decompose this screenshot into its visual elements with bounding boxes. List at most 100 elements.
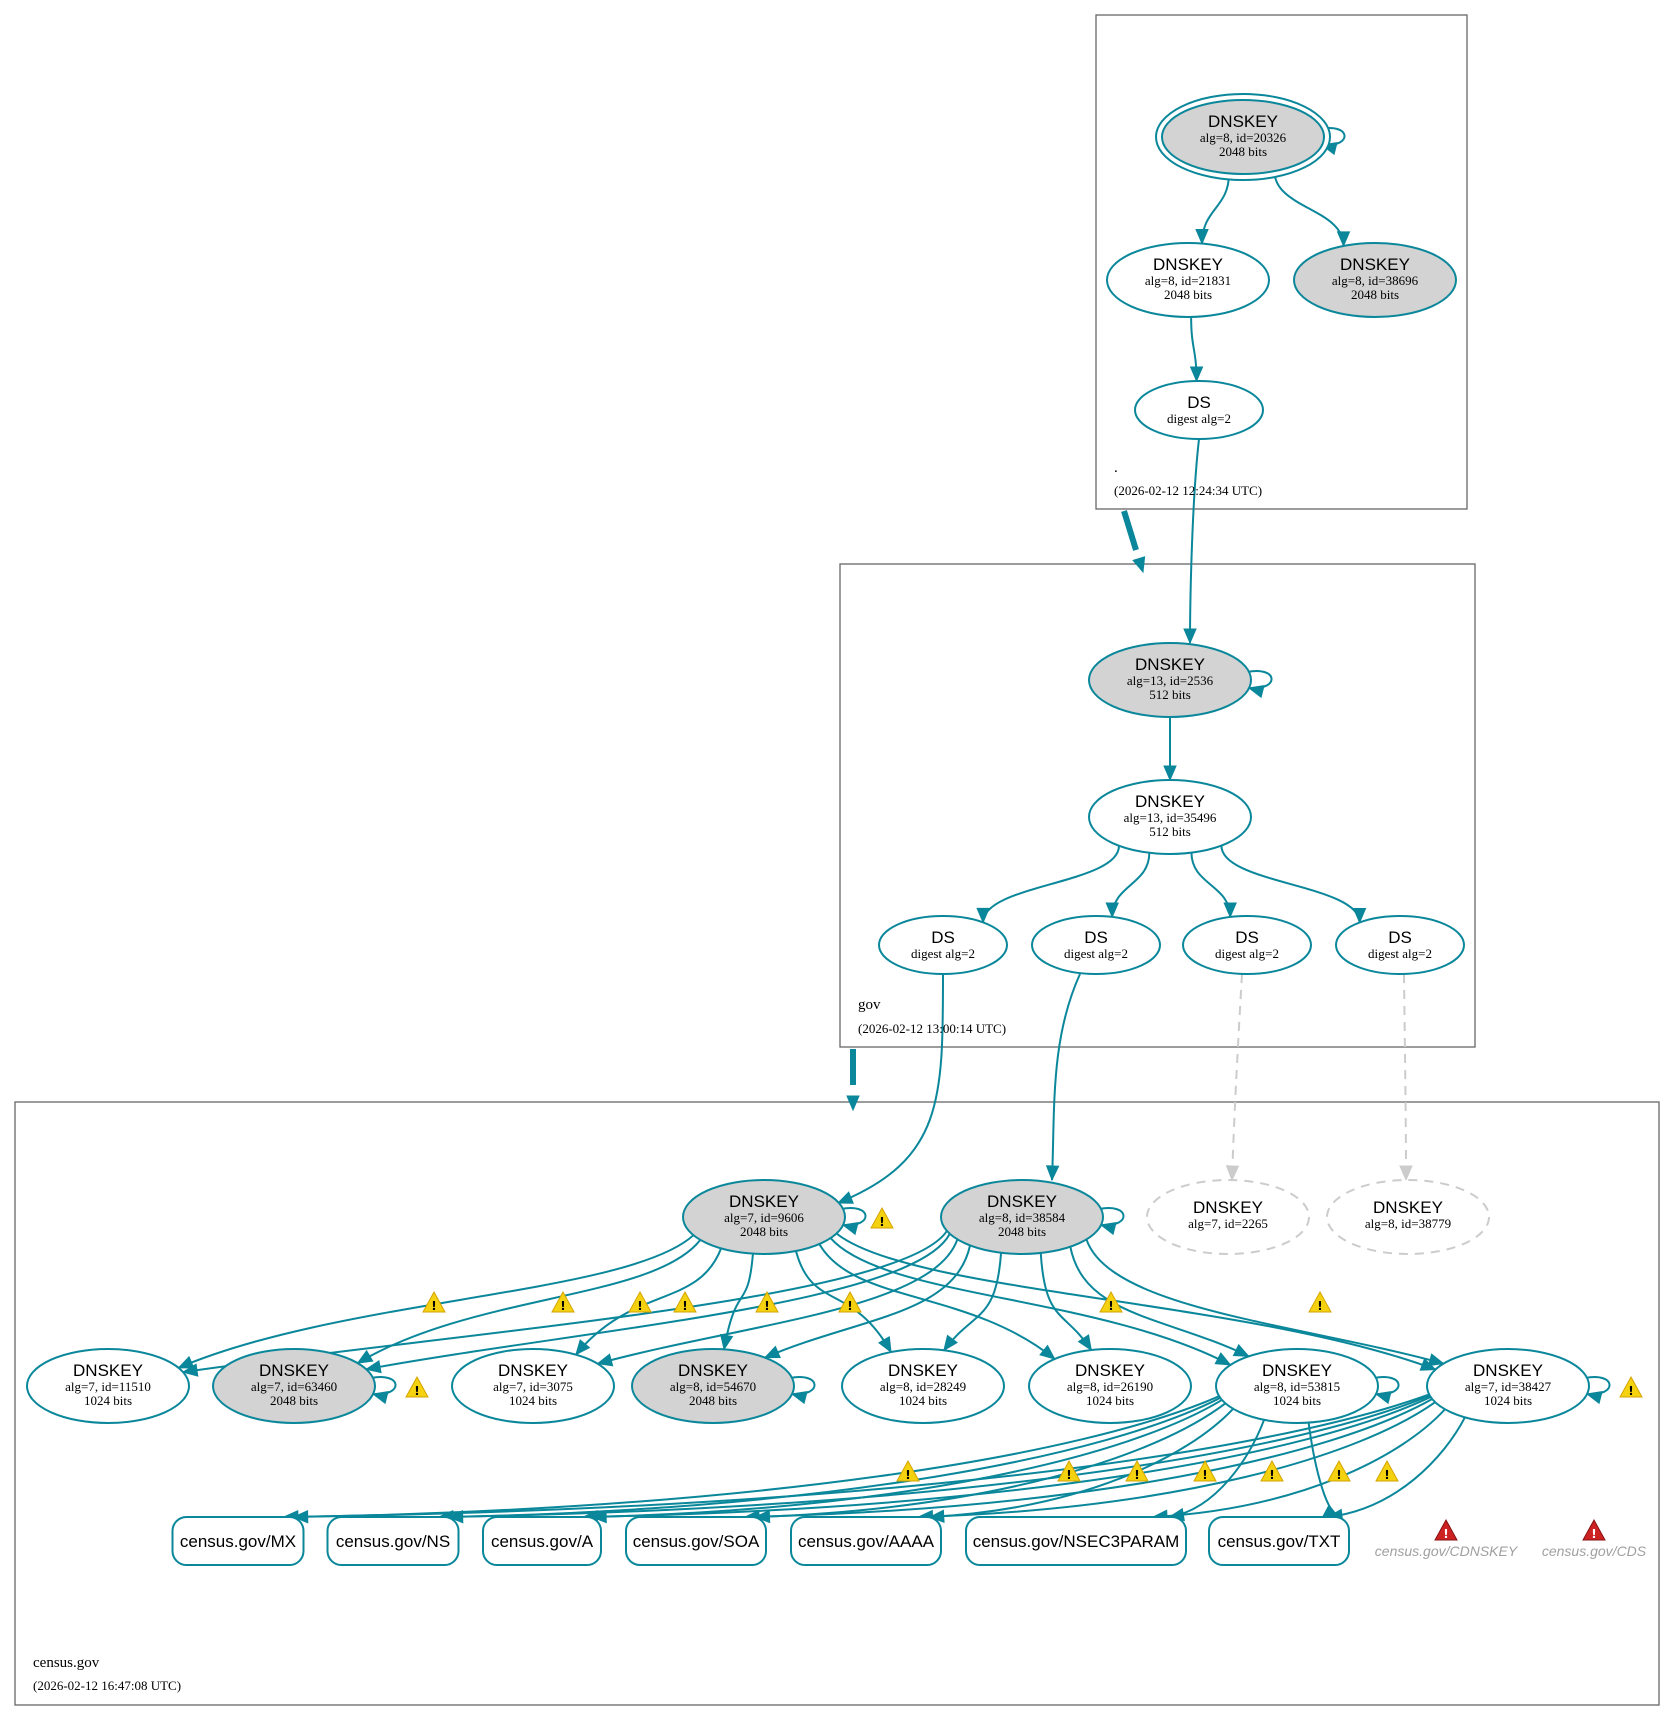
warning-icon[interactable]: ! xyxy=(673,1290,697,1313)
warning-mark: ! xyxy=(1628,1384,1633,1398)
rrset-rr-txt[interactable]: census.gov/TXT xyxy=(1208,1516,1350,1566)
rrset-rr-nsec3param[interactable]: census.gov/NSEC3PARAM xyxy=(965,1516,1187,1566)
self-loop-arrowhead xyxy=(841,1222,859,1236)
rrset-rr-a[interactable]: census.gov/A xyxy=(482,1516,602,1566)
self-loop-arrowhead xyxy=(790,1391,808,1405)
warning-icon[interactable]: ! xyxy=(1375,1459,1399,1482)
warning-triangle xyxy=(1099,1290,1123,1313)
node-type-label: DNSKEY xyxy=(1262,1361,1332,1380)
warning-icon[interactable]: ! xyxy=(1619,1375,1643,1398)
rrset-rr-soa[interactable]: census.gov/SOA xyxy=(625,1516,767,1566)
rrset-rr-ns[interactable]: census.gov/NS xyxy=(326,1516,460,1566)
warning-icon[interactable]: ! xyxy=(1308,1290,1332,1313)
rrset-label: census.gov/MX xyxy=(180,1532,296,1551)
warning-icon[interactable]: ! xyxy=(551,1290,575,1313)
node-shape xyxy=(1088,779,1252,855)
node-shape xyxy=(1088,642,1252,718)
node-type-label: DS xyxy=(1235,928,1259,947)
edge-c-38584-to-c-54670 xyxy=(764,1245,972,1359)
rrsig-edge-rr-aaaa xyxy=(918,1401,1436,1518)
warning-icon[interactable]: ! xyxy=(1057,1459,1081,1482)
zone-gov-name: gov xyxy=(858,997,881,1013)
error-icon[interactable]: ! xyxy=(1582,1518,1606,1541)
node-size-label: 2048 bits xyxy=(1219,144,1267,159)
edge-root-ksk-to-zsk2-arrowhead xyxy=(1336,231,1351,248)
node-detail-label: alg=8, id=28249 xyxy=(880,1379,966,1394)
warning-mark: ! xyxy=(637,1299,642,1313)
edge-c-38584-to-c-38427 xyxy=(1085,1239,1444,1365)
warning-triangle xyxy=(422,1290,446,1313)
warning-icon[interactable]: ! xyxy=(405,1375,429,1398)
error-icon[interactable]: ! xyxy=(1434,1518,1458,1541)
warning-icon[interactable]: ! xyxy=(1099,1290,1123,1313)
node-shape xyxy=(1028,1348,1192,1424)
warning-triangle xyxy=(1125,1459,1149,1482)
rrset-label: census.gov/TXT xyxy=(1218,1532,1341,1551)
node-shape xyxy=(1146,1179,1310,1255)
rrset-rr-mx[interactable]: census.gov/MX xyxy=(171,1516,305,1566)
node-shape xyxy=(1335,915,1465,975)
error-triangle xyxy=(1434,1518,1458,1541)
rrsig-edge-rr-mx xyxy=(293,1395,1220,1518)
edge-c-38584-to-c-3075 xyxy=(597,1238,959,1365)
node-detail-label: alg=8, id=53815 xyxy=(1254,1379,1340,1394)
node-type-label: DNSKEY xyxy=(678,1361,748,1380)
warning-mark: ! xyxy=(682,1299,687,1313)
warning-mark: ! xyxy=(764,1299,769,1313)
warning-icon[interactable]: ! xyxy=(1327,1459,1351,1482)
edge-c-38584-to-c-3075-arrowhead xyxy=(596,1353,614,1367)
warning-icon[interactable]: ! xyxy=(422,1290,446,1313)
warning-icon[interactable]: ! xyxy=(896,1459,920,1482)
rrset-rr-aaaa[interactable]: census.gov/AAAA xyxy=(790,1516,942,1566)
rrset-label: census.gov/AAAA xyxy=(798,1532,935,1551)
rrset-box xyxy=(326,1516,460,1566)
edge-c-9606-to-c-26190-arrowhead xyxy=(1039,1344,1056,1360)
edge-gov-zsk-to-gov-ds4 xyxy=(1220,845,1361,923)
node-type-label: DNSKEY xyxy=(1473,1361,1543,1380)
warning-mark: ! xyxy=(847,1299,852,1313)
warning-icon[interactable]: ! xyxy=(870,1206,894,1229)
warning-icon[interactable]: ! xyxy=(838,1290,862,1313)
warning-icon[interactable]: ! xyxy=(755,1290,779,1313)
warning-icon[interactable]: ! xyxy=(628,1290,652,1313)
node-size-label: 2048 bits xyxy=(270,1393,318,1408)
node-shape xyxy=(682,1179,846,1255)
node-shape xyxy=(1426,1348,1590,1424)
warning-triangle xyxy=(1260,1459,1284,1482)
warning-icon[interactable]: ! xyxy=(1260,1459,1284,1482)
edge-c-38584-to-c-28249-arrowhead xyxy=(943,1334,959,1352)
missing-rrset-rr-cdnskey[interactable]: census.gov/CDNSKEY xyxy=(1375,1543,1519,1559)
node-detail-label: alg=7, id=63460 xyxy=(251,1379,337,1394)
node-detail-label: digest alg=2 xyxy=(1215,946,1279,961)
edge-gov-zsk-to-gov-ds1-arrowhead xyxy=(976,907,990,924)
missing-rrset-rr-cds[interactable]: census.gov/CDS xyxy=(1542,1543,1647,1559)
node-size-label: 1024 bits xyxy=(1086,1393,1134,1408)
warning-icon[interactable]: ! xyxy=(1125,1459,1149,1482)
self-loop-arrowhead xyxy=(1247,685,1265,699)
warning-icon[interactable]: ! xyxy=(1193,1459,1217,1482)
